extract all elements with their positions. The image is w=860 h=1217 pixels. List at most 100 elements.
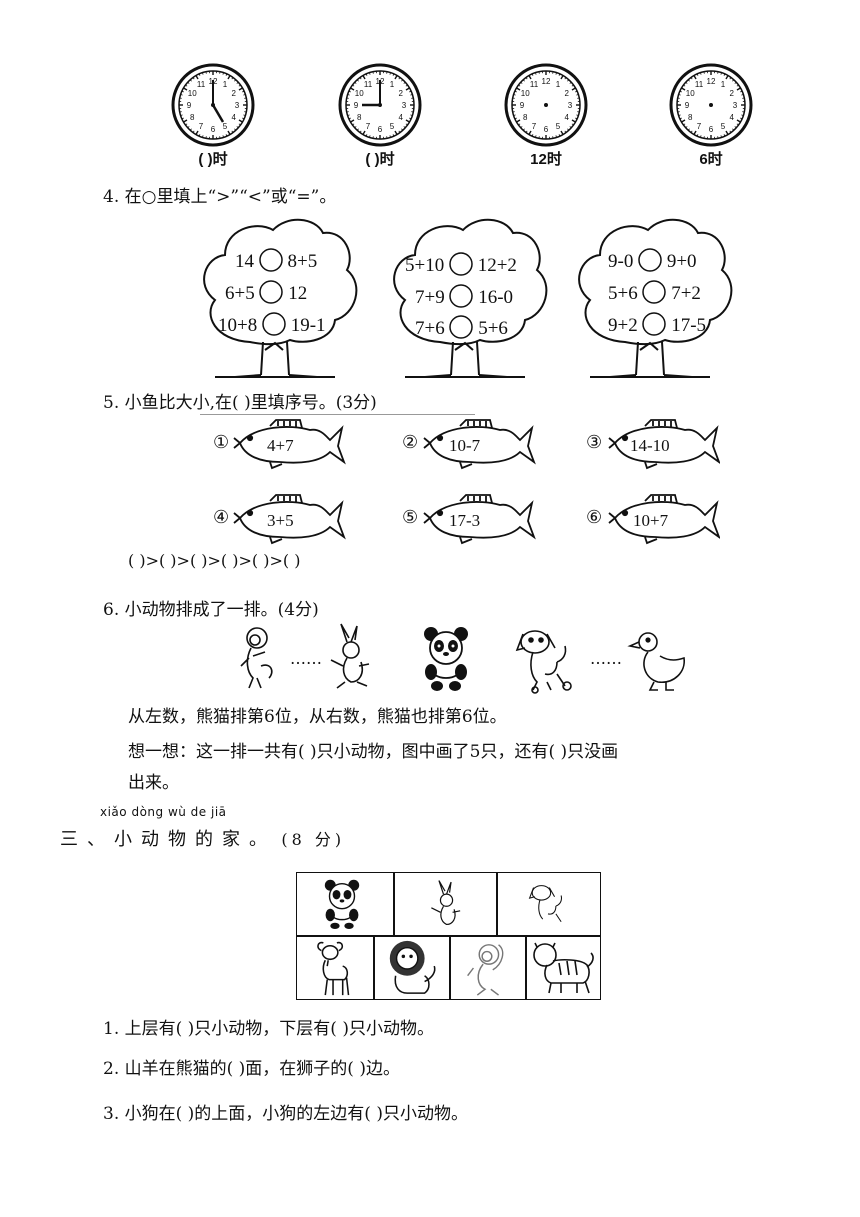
animal-row-illustration: …… ……	[240, 623, 685, 694]
svg-text:2: 2	[565, 89, 570, 98]
svg-text:3: 3	[733, 101, 738, 110]
compare-circle[interactable]	[262, 312, 286, 336]
compare-circle[interactable]	[259, 248, 283, 272]
question-5-title: 5. 小鱼比大小,在( )里填序号。(3分)	[103, 393, 377, 413]
svg-text:1: 1	[721, 80, 726, 89]
svg-text:6: 6	[211, 125, 216, 134]
tiger-icon	[533, 942, 594, 994]
section-3-pinyin: xiǎo dòng wù de jiā	[100, 805, 227, 819]
tree-3-row-1: 9-0 9+0	[608, 248, 697, 273]
fish-6-expression: 10+7	[633, 511, 669, 530]
section-3-question-1: 1. 上层有( )只小动物，下层有( )只小动物。	[103, 1019, 434, 1039]
svg-text:8: 8	[357, 113, 362, 122]
fish-6-number: ⑥	[586, 507, 603, 527]
tree-2-row-3: 7+6 5+6	[415, 315, 508, 340]
question-6-line-2: 想一想：这一排一共有( )只小动物，图中画了5只，还有( )只没画	[128, 742, 619, 762]
svg-text:9: 9	[520, 101, 525, 110]
svg-text:2: 2	[730, 89, 735, 98]
section-3-question-2: 2. 山羊在熊猫的( )面，在狮子的( )边。	[103, 1059, 400, 1079]
clock-label: ( )时	[198, 151, 228, 168]
fish-5-expression: 17-3	[449, 511, 481, 530]
question-4-title: 4. 在○里填上“>”“<”或“=”。	[103, 187, 337, 207]
fish-answer-line[interactable]: ( )>( )>( )>( )>( )>( )	[128, 551, 301, 570]
animal-grid	[296, 872, 601, 1000]
monkey-icon	[240, 627, 273, 689]
tree-1-row-3: 10+8 19-1	[218, 312, 326, 337]
svg-text:3: 3	[235, 101, 240, 110]
dots-2: ……	[590, 649, 622, 668]
dots-1: ……	[290, 649, 322, 668]
svg-text:1: 1	[223, 80, 228, 89]
svg-text:4: 4	[730, 113, 735, 122]
svg-text:5: 5	[223, 122, 228, 131]
rabbit-icon	[431, 880, 461, 926]
svg-text:6: 6	[544, 125, 549, 134]
fish-4-expression: 3+5	[267, 511, 294, 530]
goat-icon	[317, 941, 350, 996]
divider	[200, 414, 475, 415]
svg-text:9: 9	[685, 101, 690, 110]
dog-icon	[528, 885, 562, 923]
compare-circle[interactable]	[259, 280, 284, 304]
fish-1-expression: 4+7	[267, 436, 294, 455]
svg-text:10: 10	[521, 89, 530, 98]
question-6-line-1: 从左数，熊猫排第6位，从右数，熊猫也排第6位。	[128, 707, 507, 727]
svg-text:1: 1	[390, 80, 395, 89]
grid-col-divider	[393, 873, 395, 935]
fish-2-number: ②	[402, 432, 419, 452]
svg-text:3: 3	[402, 101, 407, 110]
grid-col-divider	[496, 873, 498, 935]
tree-1-row-1: 14 8+5	[235, 248, 317, 273]
svg-text:5: 5	[721, 122, 726, 131]
svg-text:11: 11	[197, 80, 206, 89]
svg-text:11: 11	[695, 80, 704, 89]
tree-3	[578, 218, 733, 378]
svg-text:8: 8	[190, 113, 195, 122]
svg-text:4: 4	[565, 113, 570, 122]
compare-circle[interactable]	[449, 284, 474, 308]
svg-text:6: 6	[709, 125, 714, 134]
clock-label: ( )时	[365, 151, 395, 168]
svg-text:9: 9	[354, 101, 359, 110]
fish-1-number: ①	[213, 432, 230, 452]
section-3-question-3: 3. 小狗在( )的上面，小狗的左边有( )只小动物。	[103, 1104, 468, 1124]
compare-circle[interactable]	[449, 252, 473, 276]
fish-5-number: ⑤	[402, 507, 419, 527]
clock-label: 6时	[699, 151, 723, 168]
grid-col-divider	[373, 935, 375, 999]
section-3-title: 三、小动物的家。	[60, 829, 276, 850]
rabbit-icon	[330, 623, 370, 689]
svg-text:5: 5	[390, 122, 395, 131]
svg-text:10: 10	[355, 89, 364, 98]
svg-text:10: 10	[686, 89, 695, 98]
fish-2-expression: 10-7	[449, 436, 481, 455]
grid-row-divider	[297, 935, 600, 937]
svg-text:7: 7	[697, 122, 702, 131]
grid-col-divider	[525, 935, 527, 999]
svg-text:2: 2	[232, 89, 237, 98]
compare-circle[interactable]	[642, 280, 667, 304]
compare-circle[interactable]	[638, 248, 662, 272]
tree-2-row-2: 7+9 16-0	[415, 284, 513, 309]
svg-text:12: 12	[542, 77, 551, 86]
svg-text:8: 8	[523, 113, 528, 122]
lion-icon	[389, 940, 436, 994]
svg-text:10: 10	[188, 89, 197, 98]
tree-1-row-2: 6+5 12	[225, 280, 307, 305]
svg-text:3: 3	[568, 101, 573, 110]
svg-text:7: 7	[199, 122, 204, 131]
compare-circle[interactable]	[449, 315, 474, 339]
tree-3-row-2: 5+6 7+2	[608, 280, 701, 305]
question-6-title: 6. 小动物排成了一排。(4分)	[103, 600, 319, 620]
compare-circle[interactable]	[642, 312, 667, 336]
svg-text:4: 4	[399, 113, 404, 122]
tree-2	[393, 218, 548, 378]
svg-text:2: 2	[399, 89, 404, 98]
section-3-score: (8 分)	[281, 830, 346, 849]
fish-4-number: ④	[213, 507, 230, 527]
panda-icon	[424, 627, 468, 691]
